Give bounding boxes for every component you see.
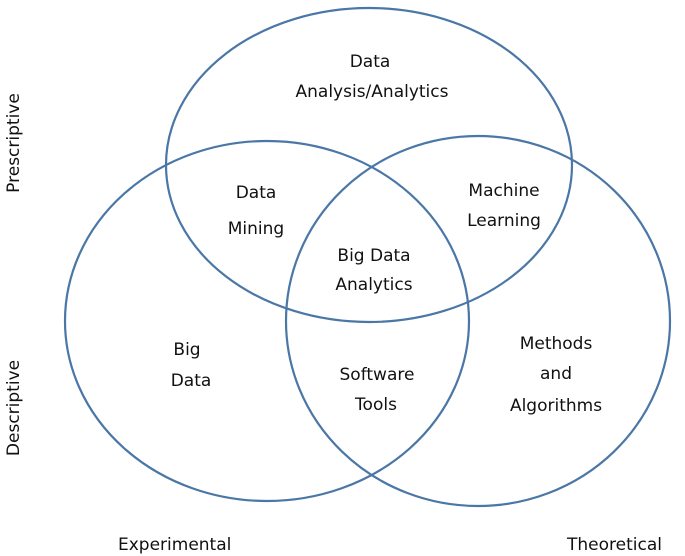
region-right-only-line-3: Algorithms [510,396,602,416]
region-left-right-line-2: Tools [354,395,397,415]
region-right-only-line-2: and [540,364,572,384]
region-top-left-line-2: Mining [228,219,284,239]
region-right-only-line-1: Methods [520,334,593,354]
region-left-only-line-1: Big [173,340,200,360]
region-top-right-line-2: Learning [467,211,541,231]
circle-right [284,134,672,508]
region-top-only-line-1: Data [350,52,391,72]
circle-left [63,139,471,503]
axis-label-descriptive: Descriptive [4,360,24,456]
region-top-only-line-2: Analysis/Analytics [296,82,449,102]
region-left-only-line-2: Data [171,371,212,391]
region-left-right-line-1: Software [340,365,415,385]
axis-label-experimental: Experimental [118,535,231,555]
region-center-line-1: Big Data [337,246,410,266]
region-top-right-line-1: Machine [468,181,539,201]
region-center-line-2: Analytics [335,275,412,295]
region-top-left-line-1: Data [236,183,277,203]
axis-label-prescriptive: Prescriptive [4,93,24,193]
axis-label-theoretical: Theoretical [566,535,662,555]
